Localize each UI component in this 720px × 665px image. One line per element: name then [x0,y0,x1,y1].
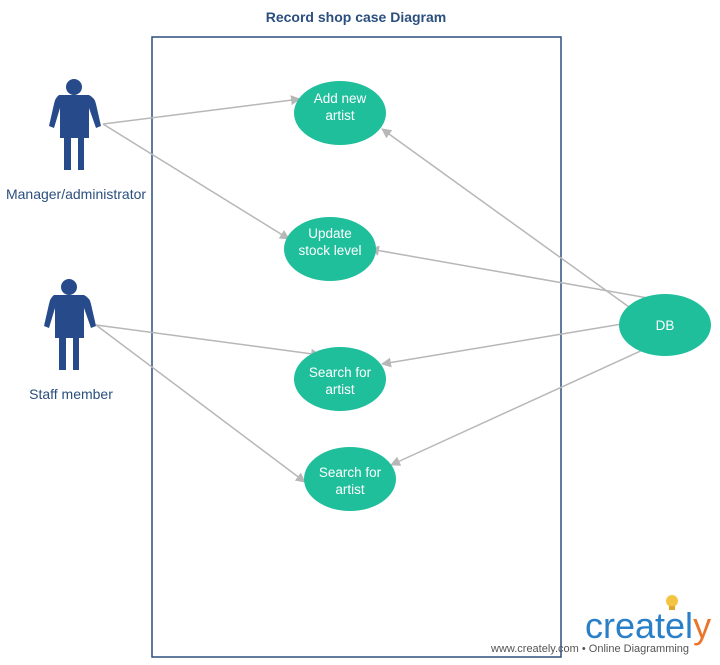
use-case-update-stock-level[interactable]: Update stock level [284,217,376,281]
db-label: DB [656,318,675,333]
use-case-label-line1: Add new [314,91,367,106]
use-case-label-line2: artist [325,108,355,123]
logo-wordmark: creately [585,605,711,646]
use-case-label-line1: Search for [319,465,382,480]
actor-label: Manager/administrator [6,186,146,202]
lightbulb-icon [666,595,678,610]
use-case-label-line1: Update [308,226,352,241]
association-manager-add-artist [102,95,301,125]
actor-staff[interactable]: Staff member [29,279,113,402]
diagram-title: Record shop case Diagram [266,9,447,25]
association-manager-update-stock [102,123,290,240]
association-staff-search-2 [95,324,306,483]
use-case-db[interactable]: DB [619,294,711,356]
logo-tagline: www.creately.com • Online Diagramming [490,643,689,655]
actor-label: Staff member [29,386,113,402]
use-case-label-line2: artist [335,482,365,497]
use-case-add-new-artist[interactable]: Add new artist [294,81,386,145]
person-icon [44,279,96,370]
connectors [95,95,649,483]
association-db-search-2 [390,348,646,466]
actor-manager[interactable]: Manager/administrator [6,79,146,202]
association-db-search-1 [381,323,623,368]
use-case-label-line2: artist [325,382,355,397]
association-db-add-artist [381,128,630,308]
association-staff-search-1 [95,324,321,359]
system-boundary [151,36,562,658]
use-case-label-line1: Search for [309,365,372,380]
person-icon [49,79,101,170]
creately-logo: creately www.creately.com • Online Diagr… [490,595,711,655]
use-case-label-line2: stock level [298,243,361,258]
use-case-search-for-artist-2[interactable]: Search for artist [304,447,396,511]
use-case-search-for-artist-1[interactable]: Search for artist [294,347,386,411]
association-db-update-stock [369,245,649,299]
